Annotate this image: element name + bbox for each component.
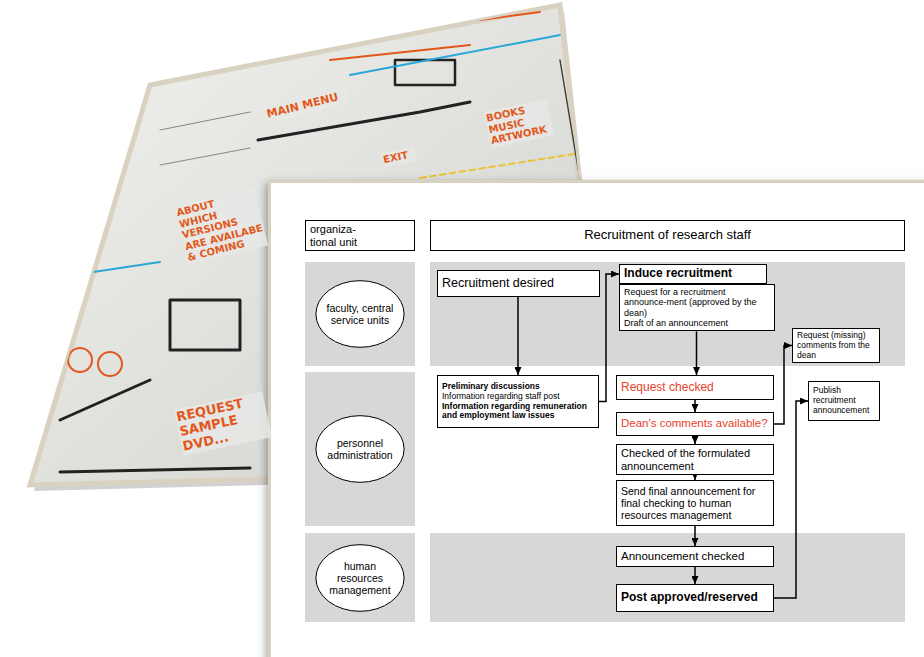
- flow-arrow: [694, 567, 696, 584]
- node-text: Announcement checked: [621, 550, 769, 563]
- node-text: Request for a recruitment announce-ment …: [624, 287, 770, 318]
- ellipse-shape: [316, 545, 404, 612]
- node-text: Send final announcement for final checki…: [621, 485, 769, 521]
- node-text: Publish recruitment announcement: [813, 386, 875, 415]
- lane-band: [430, 262, 905, 366]
- process-box: Dean's comments available?: [616, 412, 774, 436]
- process-box: Request for a recruitment announce-ment …: [619, 284, 775, 331]
- node-text: Request checked: [621, 381, 769, 395]
- node-text: Draft of an announcement: [624, 318, 770, 328]
- flow-arrow: [774, 401, 808, 598]
- sketch-note: MAIN MENU: [264, 88, 349, 123]
- flow-arrow: [694, 436, 696, 444]
- sketch-note: BOOKS MUSIC ARTWORK: [484, 99, 554, 148]
- process-box: Request (missing) comments from the dean: [792, 328, 880, 363]
- process-box: Request checked: [616, 375, 774, 400]
- process-box: Recruitment desired: [437, 270, 600, 297]
- flow-arrow: [694, 400, 696, 412]
- node-text: Recruitment desired: [442, 276, 595, 290]
- lane-band: [305, 372, 415, 526]
- process-box: Preliminary discussionsInformation regar…: [437, 375, 599, 428]
- node-text: organiza-tional unit: [310, 223, 368, 248]
- process-box: Publish recruitment announcement: [808, 381, 880, 421]
- flow-arrow: [517, 297, 519, 375]
- org-unit-ellipse: human resources management: [315, 544, 405, 612]
- lane-band: [305, 262, 415, 366]
- lane-band: [430, 533, 905, 622]
- node-text: Post approved/reserved: [621, 591, 769, 605]
- flow-arrow: [696, 331, 698, 375]
- process-box: Send final announcement for final checki…: [616, 480, 774, 526]
- ellipse-shape: [316, 281, 404, 348]
- node-text: Request (missing) comments from the dean: [797, 331, 875, 360]
- sketch-note: EXIT: [381, 147, 417, 167]
- node-text: Information regarding staff post: [442, 392, 594, 402]
- ellipse-shape: [316, 416, 404, 483]
- node-text: Induce recruitment: [624, 267, 762, 281]
- sketch-note: ABOUT WHICH VERSIONS ARE AVAILABE & COMI…: [174, 187, 268, 265]
- node-text: personnel administration: [320, 437, 400, 461]
- org-unit-ellipse: faculty, central service units: [315, 280, 405, 348]
- node-text: Checked of the formulated announcement: [621, 447, 769, 472]
- node-text: Recruitment of research staff: [435, 228, 900, 243]
- process-box: Announcement checked: [616, 546, 774, 567]
- node-text: Dean's comments available?: [621, 417, 769, 430]
- process-box: Checked of the formulated announcement: [616, 444, 774, 475]
- flow-arrow: [774, 346, 792, 424]
- node-text: human resources management: [320, 560, 400, 596]
- process-box: Post approved/reserved: [616, 584, 774, 612]
- lane-band: [305, 533, 415, 622]
- node-text: faculty, central service units: [320, 302, 400, 326]
- org-unit-ellipse: personnel administration: [315, 415, 405, 483]
- node-text: Preliminary discussions: [442, 382, 594, 392]
- flow-arrow: [694, 526, 696, 546]
- sketch-note: REQUEST SAMPLE DVD...: [174, 391, 272, 456]
- node-text: Information regarding remuneration and e…: [442, 402, 594, 422]
- process-box: Induce recruitment: [619, 264, 767, 284]
- header-box: organiza-tional unit: [305, 220, 415, 251]
- header-box: Recruitment of research staff: [430, 220, 905, 251]
